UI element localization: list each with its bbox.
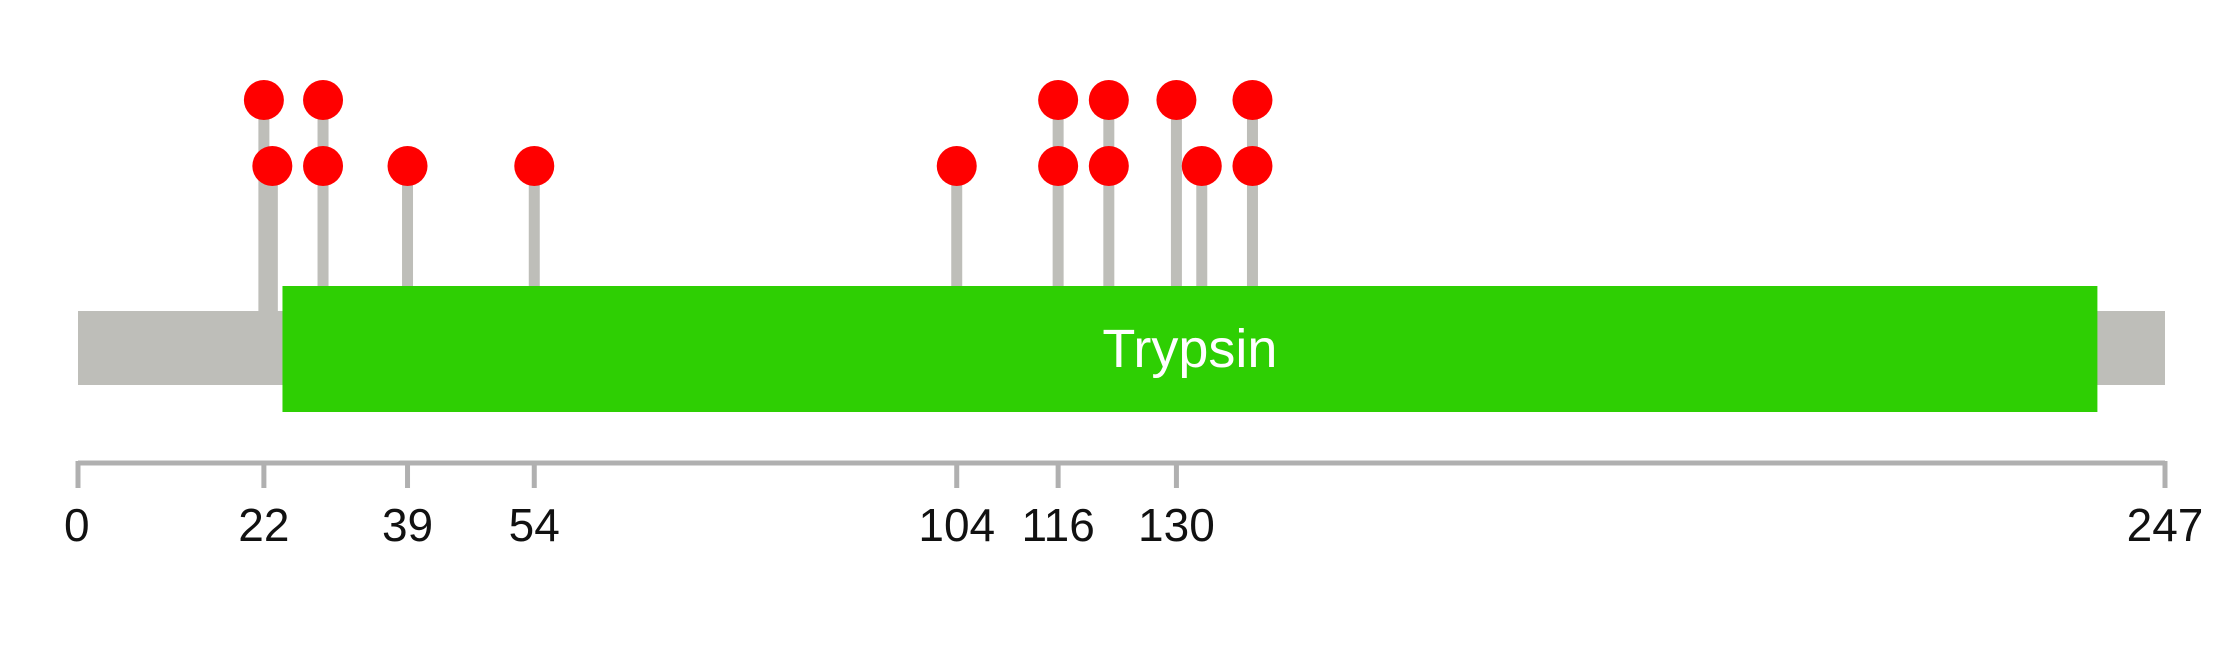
domain-box — [282, 286, 2098, 412]
site-marker — [303, 146, 344, 186]
axis-tick-label: 54 — [509, 499, 560, 551]
site-marker — [252, 146, 293, 186]
axis-tick-label: 22 — [238, 499, 289, 551]
axis-tick-label: 116 — [1021, 499, 1094, 551]
domain-layer: Trypsin — [282, 286, 2098, 412]
site-markers — [243, 80, 1273, 186]
site-marker — [1232, 146, 1273, 186]
domain-label: Trypsin — [1102, 319, 1277, 379]
site-marker — [1088, 146, 1129, 186]
axis-tick-label: 104 — [918, 499, 995, 551]
axis-tick-label: 39 — [382, 499, 433, 551]
axis-tick-label: 247 — [2127, 499, 2204, 551]
site-marker — [303, 80, 344, 120]
position-axis: 0 22 39 54 104 116 130 247 — [64, 460, 2204, 551]
site-marker — [243, 80, 284, 120]
site-marker — [1232, 80, 1273, 120]
site-marker — [514, 146, 555, 186]
site-marker — [1181, 146, 1222, 186]
site-marker — [1038, 80, 1079, 120]
site-marker — [1038, 146, 1079, 186]
site-marker — [387, 146, 428, 186]
site-stems — [258, 100, 1258, 318]
site-marker — [936, 146, 977, 186]
axis-tick-label: 130 — [1138, 499, 1215, 551]
site-marker — [1156, 80, 1197, 120]
axis-tick-label: 0 — [64, 499, 90, 551]
site-marker — [1088, 80, 1129, 120]
